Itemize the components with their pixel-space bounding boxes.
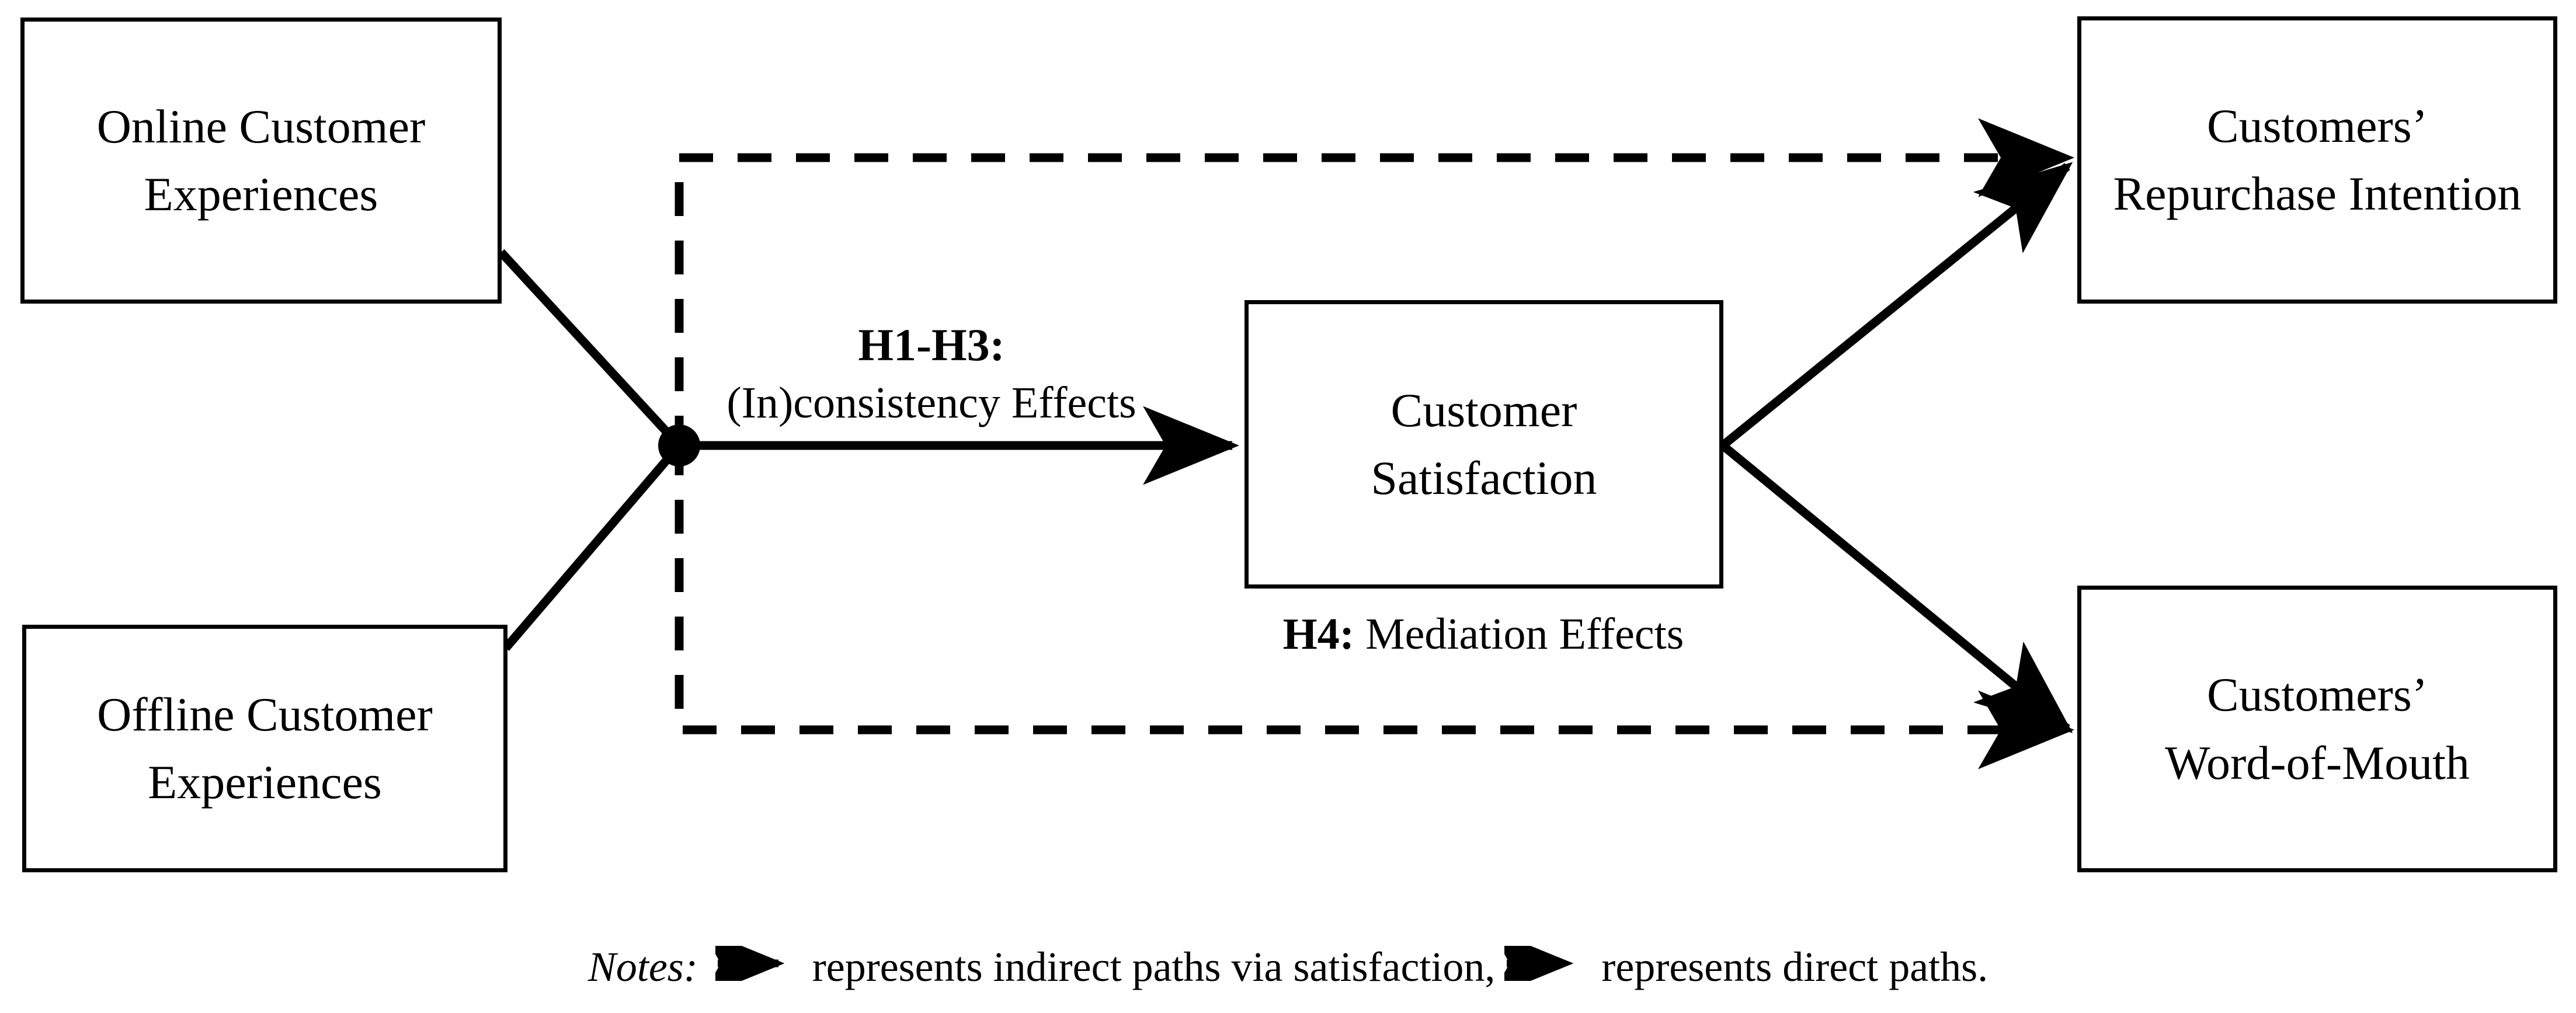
node-offline-customer-experiences-label: Offline Customer Experiences	[97, 687, 433, 809]
edge-label-h4: H4: Mediation Effects	[1232, 605, 1734, 663]
edge-direct-to-repurchase	[675, 118, 2075, 450]
notes-direct-text: represents direct paths.	[1601, 944, 1989, 990]
edge-label-h1-h3-description: (In)consistency Effects	[726, 378, 1136, 428]
node-customers-repurchase-intention[interactable]: Customers’ Repurchase Intention	[2077, 16, 2557, 304]
edge-online-to-junction	[498, 249, 683, 449]
notes-indirect-text: represents indirect paths via satisfacti…	[812, 944, 1496, 990]
node-customer-satisfaction-label: Customer Satisfaction	[1371, 383, 1597, 504]
node-customers-word-of-mouth[interactable]: Customers’ Word-of-Mouth	[2077, 586, 2557, 872]
node-customers-word-of-mouth-label: Customers’ Word-of-Mouth	[2165, 668, 2470, 789]
node-customer-satisfaction[interactable]: Customer Satisfaction	[1244, 300, 1723, 589]
edge-offline-to-junction	[502, 443, 683, 651]
node-online-customer-experiences[interactable]: Online Customer Experiences	[20, 18, 502, 304]
edge-satisfaction-to-repurchase	[1720, 162, 2073, 449]
edge-label-h1-h3: H1-H3: (In)consistency Effects	[710, 315, 1153, 432]
path-junction-dot	[658, 424, 700, 467]
node-offline-customer-experiences[interactable]: Offline Customer Experiences	[22, 625, 507, 872]
figure-notes: Notes: represents indirect paths via sat…	[0, 929, 2576, 998]
edge-satisfaction-to-wom	[1720, 442, 2073, 733]
edge-label-h4-hypothesis: H4:	[1282, 610, 1355, 659]
node-customers-repurchase-intention-label: Customers’ Repurchase Intention	[2113, 99, 2522, 220]
notes-prefix-label: Notes:	[587, 944, 698, 990]
node-online-customer-experiences-label: Online Customer Experiences	[96, 99, 426, 221]
edge-label-h4-description: Mediation Effects	[1354, 610, 1684, 659]
solid-arrow-icon	[701, 929, 803, 998]
edge-label-h1-h3-hypothesis: H1-H3:	[858, 319, 1005, 370]
dashed-arrow-icon	[1490, 929, 1592, 998]
